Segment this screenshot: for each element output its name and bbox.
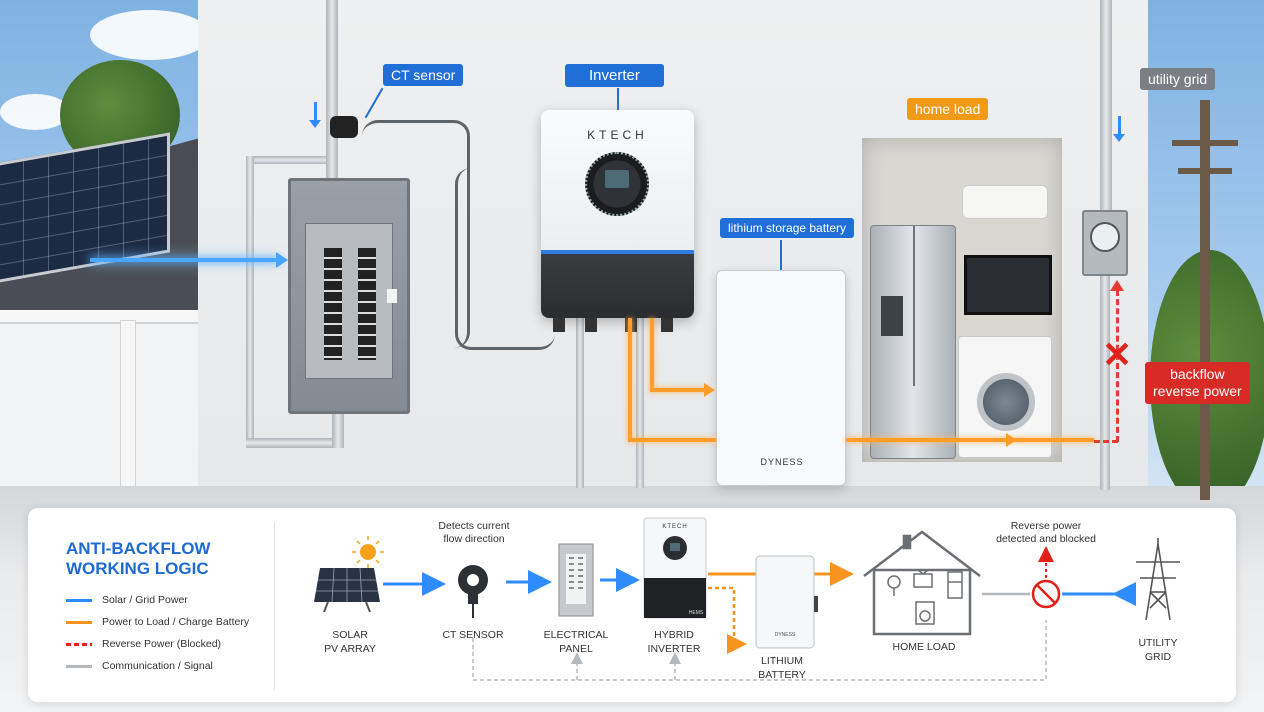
logic-panel: ANTI-BACKFLOW WORKING LOGIC Solar / Grid…	[28, 508, 1236, 702]
conduit	[1100, 276, 1110, 490]
air-conditioner	[962, 185, 1048, 219]
utility-pole	[1200, 100, 1210, 500]
cloud	[90, 10, 210, 60]
reverse-flow-arrow	[1110, 280, 1124, 291]
load-flow-line	[846, 438, 1094, 442]
ct-sensor-label: CT sensor	[383, 64, 464, 86]
ct-cable	[455, 168, 555, 350]
current-direction-arrow-icon	[1113, 116, 1125, 142]
breaker-row	[358, 248, 376, 360]
logic-title: ANTI-BACKFLOW WORKING LOGIC	[66, 539, 211, 578]
ct-sensor-node-label: CT SENSOR	[442, 629, 504, 641]
television	[964, 255, 1052, 315]
charge-flow-arrow	[704, 383, 715, 397]
hybrid-inverter-icon: KTECH HEMS	[643, 517, 707, 619]
battery-unit: DYNESS	[716, 270, 846, 486]
home-load-label: home load	[907, 98, 989, 120]
reverse-flow-line	[1116, 290, 1119, 442]
inverter-led-strip	[541, 250, 694, 254]
ct-sensor-icon	[458, 565, 488, 618]
fridge	[870, 225, 956, 459]
grid-node-label: UTILITY GRID	[1138, 637, 1178, 663]
cloud	[0, 94, 70, 130]
breaker-row	[324, 248, 342, 360]
legend-item: Power to Load / Charge Battery	[66, 614, 249, 630]
logic-flow-diagram: KTECH HEMS DYNESS	[314, 517, 1180, 681]
utility-meter	[1082, 210, 1128, 276]
conduit	[1100, 0, 1112, 210]
blocked-icon	[1031, 579, 1061, 609]
load-flow-arrow	[1006, 433, 1017, 447]
divider	[274, 522, 275, 690]
legend-item: Solar / Grid Power	[66, 592, 188, 608]
gutter	[0, 310, 200, 324]
electrical-panel-icon	[558, 543, 594, 617]
conduit	[246, 438, 342, 448]
current-direction-arrow-icon	[309, 102, 321, 128]
electrical-panel	[288, 178, 410, 414]
load-flow-line	[628, 438, 716, 442]
svg-text:KTECH: KTECH	[662, 524, 687, 530]
solar-label: SOLAR PV ARRAY	[324, 629, 376, 655]
ct-clamp	[330, 116, 358, 138]
inverter-node-label: HYBRID INVERTER	[647, 629, 701, 655]
lithium-battery-icon: DYNESS	[755, 555, 818, 649]
conduit	[326, 0, 338, 180]
inverter-brand: KTECH	[587, 128, 648, 142]
gray-line-icon	[66, 664, 92, 668]
battery-brand: DYNESS	[760, 457, 804, 467]
backflow-label: backflow reverse power	[1145, 362, 1250, 404]
washing-machine	[958, 336, 1052, 458]
red-dashed-arrow-icon	[66, 642, 92, 646]
reverse-power-note: Reverse power detected and blocked	[996, 520, 1096, 545]
solar-flow-arrow	[276, 252, 288, 268]
svg-text:HEMS: HEMS	[689, 610, 704, 616]
conduit	[246, 156, 326, 164]
battery-node-label: LITHIUM BATTERY	[758, 655, 806, 681]
conduit	[332, 412, 344, 448]
ct-cable	[362, 120, 470, 348]
appliance-icons	[887, 569, 963, 625]
transmission-tower-icon	[1136, 538, 1180, 621]
charge-flow-line	[650, 318, 654, 390]
reverse-flow-line	[1094, 440, 1118, 443]
load-flow-line	[628, 318, 632, 440]
svg-text:DYNESS: DYNESS	[775, 632, 796, 638]
blue-arrow-icon	[66, 598, 92, 602]
sun-icon	[352, 536, 384, 568]
solar-array-icon	[314, 567, 380, 613]
inverter-label: Inverter	[565, 64, 664, 87]
inverter-screen	[605, 170, 629, 188]
home-load-node-label: HOME LOAD	[892, 641, 956, 653]
panel-label: ELECTRICAL PANEL	[543, 629, 609, 655]
inverter-unit: KTECH	[541, 110, 694, 332]
legend-item: Communication / Signal	[66, 658, 213, 674]
conduit	[576, 318, 584, 488]
blocked-x-icon: ✕	[1102, 334, 1133, 375]
legend-item: Reverse Power (Blocked)	[66, 636, 221, 652]
ct-note: Detects current flow direction	[438, 520, 510, 545]
battery-label: lithium storage battery	[720, 218, 855, 238]
utility-grid-label: utility grid	[1140, 68, 1216, 90]
solar-flow-line	[90, 258, 280, 262]
conduit	[636, 318, 644, 488]
charge-flow-line	[650, 388, 706, 392]
conduit	[246, 156, 254, 446]
orange-arrow-icon	[66, 620, 92, 624]
house-wall	[0, 320, 200, 500]
downpipe	[120, 320, 136, 500]
home-load-icon	[863, 530, 981, 636]
